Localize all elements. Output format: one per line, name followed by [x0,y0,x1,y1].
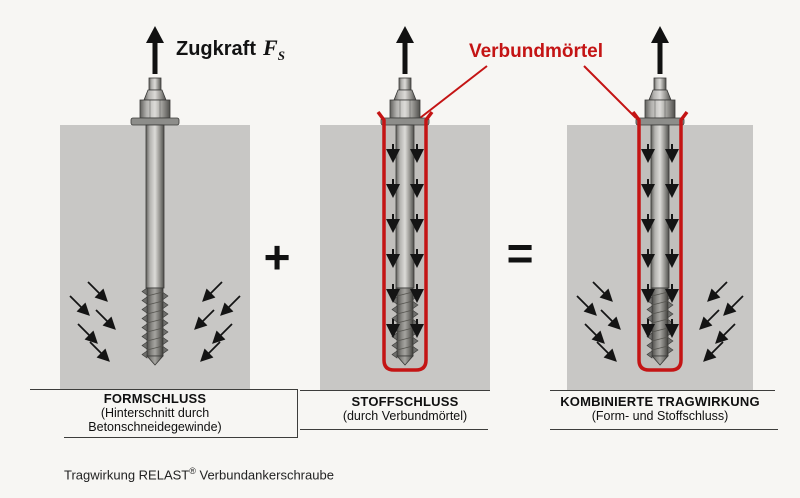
force-subscript: S [277,48,285,63]
bond-stress-arrows-icon [641,144,679,338]
panel-formschluss [40,70,270,400]
registered-mark: ® [189,466,196,476]
verbundmoertel-label: Verbundmörtel [468,41,604,62]
zugkraft-label: Zugkraft FS [176,35,285,64]
caption-title: KOMBINIERTE TRAGWIRKUNG [560,394,760,409]
caption-subtitle2: Betonschneidegewinde) [88,420,222,434]
formschluss-graphic [60,77,250,390]
figure-caption: Tragwirkung RELAST® Verbundankerschraube [64,466,334,482]
baseline-rule-right [550,390,775,391]
tension-up-arrow-icon [396,26,414,74]
caption-subtitle: (Form- und Stoffschluss) [591,409,729,423]
caption-underline-middle [300,429,488,430]
bond-stress-arrows-icon [386,144,424,338]
caption-underline-left [64,437,298,438]
force-symbol: F [263,35,278,60]
tension-up-arrow-icon [146,26,164,74]
kombiniert-graphic [567,77,753,390]
figure-caption-text: Tragwirkung RELAST [64,467,190,483]
caption-formschluss: FORMSCHLUSS (Hinterschnitt durch Betonsc… [40,391,270,434]
baseline-rule-middle [300,390,490,391]
caption-underline-right [550,429,778,430]
panel-kombinierte-tragwirkung [545,70,775,400]
interlock-load-arrows-icon [69,281,241,362]
interlock-load-arrows-icon [576,281,744,362]
caption-title: FORMSCHLUSS [103,391,207,406]
mortar-outline-red [631,110,689,372]
figure-caption-suffix: Verbundankerschraube [195,467,334,483]
caption-subtitle: (durch Verbundmörtel) [342,409,468,423]
step-connector-rule [297,389,298,437]
zugkraft-text: Zugkraft [176,38,256,60]
caption-subtitle: (Hinterschnitt durch [100,406,210,420]
baseline-rule-left [30,389,298,390]
mortar-outline-red [376,110,434,372]
panel-stoffschluss [290,70,520,400]
caption-kombinierte-tragwirkung: KOMBINIERTE TRAGWIRKUNG (Form- und Stoff… [545,394,775,423]
equals-operator: = [506,227,534,279]
stoffschluss-graphic [320,77,490,390]
tension-up-arrow-icon [651,26,669,74]
plus-operator: + [263,231,291,283]
caption-title: STOFFSCHLUSS [351,394,459,409]
caption-stoffschluss: STOFFSCHLUSS (durch Verbundmörtel) [290,394,520,423]
